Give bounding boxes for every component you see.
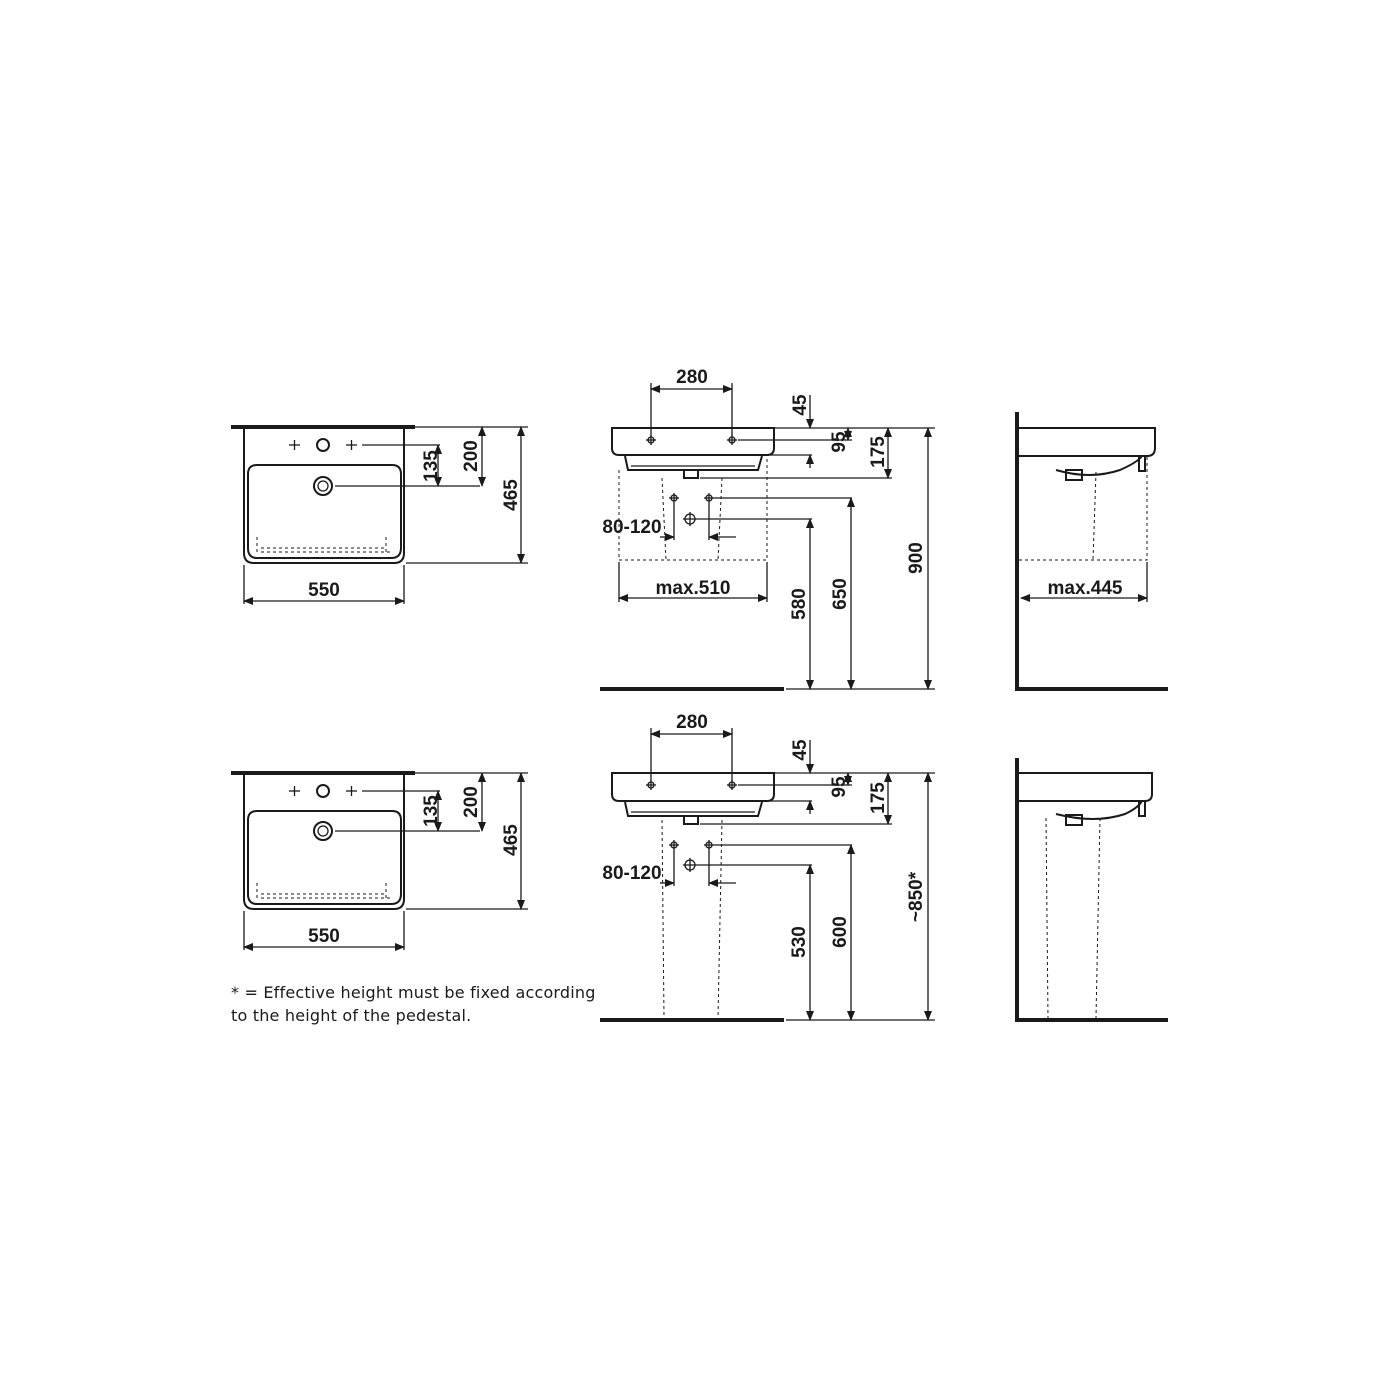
dim-bowl-depth: 175 [868, 436, 889, 468]
footnote-line-1: * = Effective height must be fixed accor… [231, 983, 596, 1002]
dim-drain-height-high: 650 [830, 578, 851, 610]
dim-edge-to-outlet: 200 [461, 440, 482, 472]
dim-width: 550 [308, 580, 340, 601]
dim-tap-height: 95 [829, 431, 850, 453]
dim-tap-to-outlet-2: 135 [421, 795, 442, 827]
dim-tap-height-2: 95 [829, 776, 850, 798]
side-view-1: max.445 [1015, 412, 1168, 691]
front-view-2: 280 45 95 175 ~850* 530 600 80-120 [600, 712, 935, 1022]
dim-rim-to-tap: 45 [790, 394, 811, 416]
dim-tap-to-outlet: 135 [421, 450, 442, 482]
dim-rim-height: 900 [906, 542, 927, 574]
dim-cabinet-depth: max.445 [1047, 578, 1122, 599]
front-view-1: 280 45 95 175 900 580 650 80-120 max.510 [600, 367, 935, 691]
dim-drain-height-low: 580 [789, 588, 810, 620]
dim-drain-height-high-2: 600 [830, 916, 851, 948]
side-view-2 [1015, 758, 1168, 1022]
dim-total-depth: 465 [501, 479, 522, 511]
dim-rim-to-tap-2: 45 [790, 739, 811, 761]
footnote-line-2: to the height of the pedestal. [231, 1006, 472, 1025]
dim-drain-width: 80-120 [602, 517, 661, 538]
dim-tap-spacing-2: 280 [676, 712, 708, 733]
dim-cabinet-width: max.510 [655, 578, 730, 599]
dim-drain-height-low-2: 530 [789, 926, 810, 958]
top-view-2: 135 200 465 550 [231, 771, 528, 951]
dim-width-2: 550 [308, 926, 340, 947]
dim-drain-width-2: 80-120 [602, 863, 661, 884]
dim-edge-to-outlet-2: 200 [461, 786, 482, 818]
top-view-1: 135 200 465 550 [231, 425, 528, 605]
dim-total-depth-2: 465 [501, 824, 522, 856]
dim-tap-spacing: 280 [676, 367, 708, 388]
dim-rim-height-2: ~850* [906, 871, 927, 922]
footnote: * = Effective height must be fixed accor… [231, 981, 611, 1027]
dim-bowl-depth-2: 175 [868, 782, 889, 814]
